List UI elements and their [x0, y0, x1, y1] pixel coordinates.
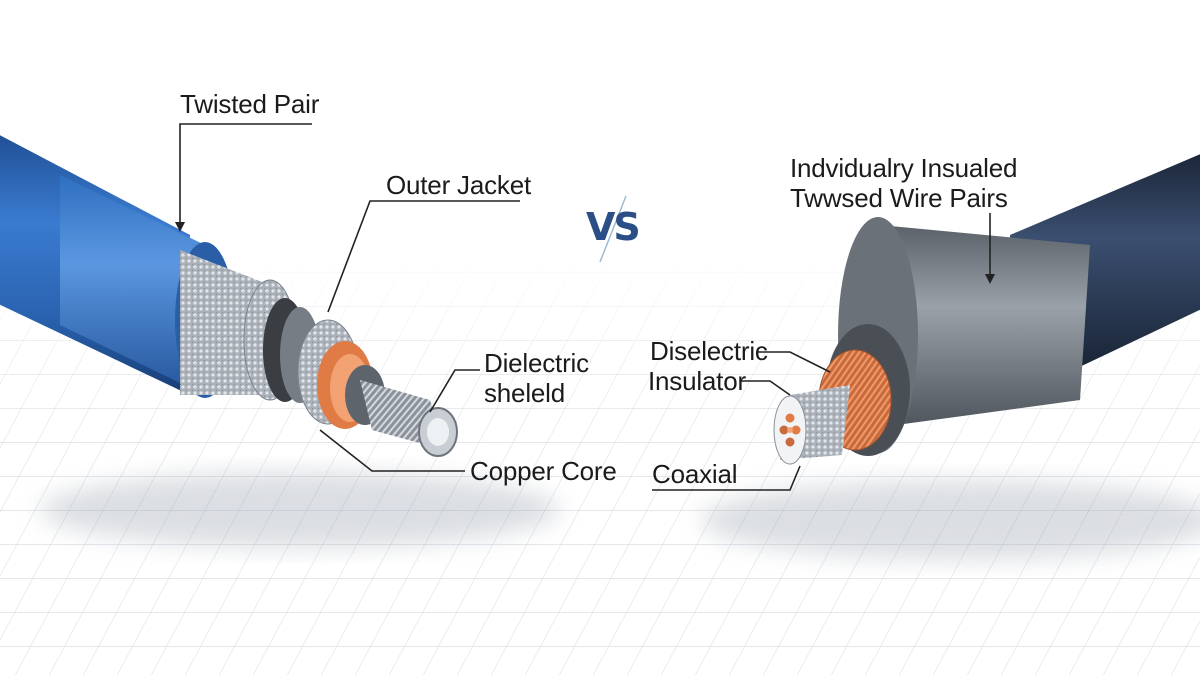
leader-outer-jacket	[327, 200, 520, 313]
left-cable	[0, 135, 458, 457]
label-wire-pairs-line2: Twwsed Wire Pairs	[790, 183, 1008, 213]
label-wire-pairs-line1: Indvidualry Insualed	[790, 153, 1018, 183]
right-grey-sleeve	[860, 225, 1090, 430]
right-cable-shadow	[700, 480, 1200, 560]
leader-twisted-pair	[179, 123, 312, 228]
label-insulator: Insulator	[648, 366, 746, 396]
leader-lines	[175, 123, 995, 491]
leader-copper-core	[319, 429, 465, 472]
label-dielectric-shield-line1: Dielectric	[484, 348, 589, 378]
label-copper-core: Copper Core	[470, 456, 617, 486]
vs-label: VS	[586, 205, 641, 249]
label-outer-jacket: Outer Jacket	[386, 170, 531, 200]
label-wire-pairs: Indvidualry Insualed Twwsed Wire Pairs	[790, 153, 1017, 213]
label-twisted-pair: Twisted Pair	[180, 89, 320, 119]
left-cable-shadow	[40, 472, 560, 548]
vs-divider-line	[599, 195, 627, 263]
label-diselectric: Diselectric	[650, 336, 768, 366]
leader-dielectric-shield	[429, 369, 480, 413]
right-core-pairs	[779, 413, 801, 447]
right-cable	[773, 154, 1200, 465]
left-jacket-sleeve	[60, 175, 205, 395]
label-dielectric-shield: Dielectric sheleld	[484, 348, 589, 408]
leader-insulator	[740, 380, 791, 396]
label-coaxial: Coaxial	[652, 459, 738, 489]
leader-coaxial	[652, 465, 801, 491]
label-dielectric-shield-line2: sheleld	[484, 378, 565, 408]
leader-diselectric	[758, 351, 831, 373]
